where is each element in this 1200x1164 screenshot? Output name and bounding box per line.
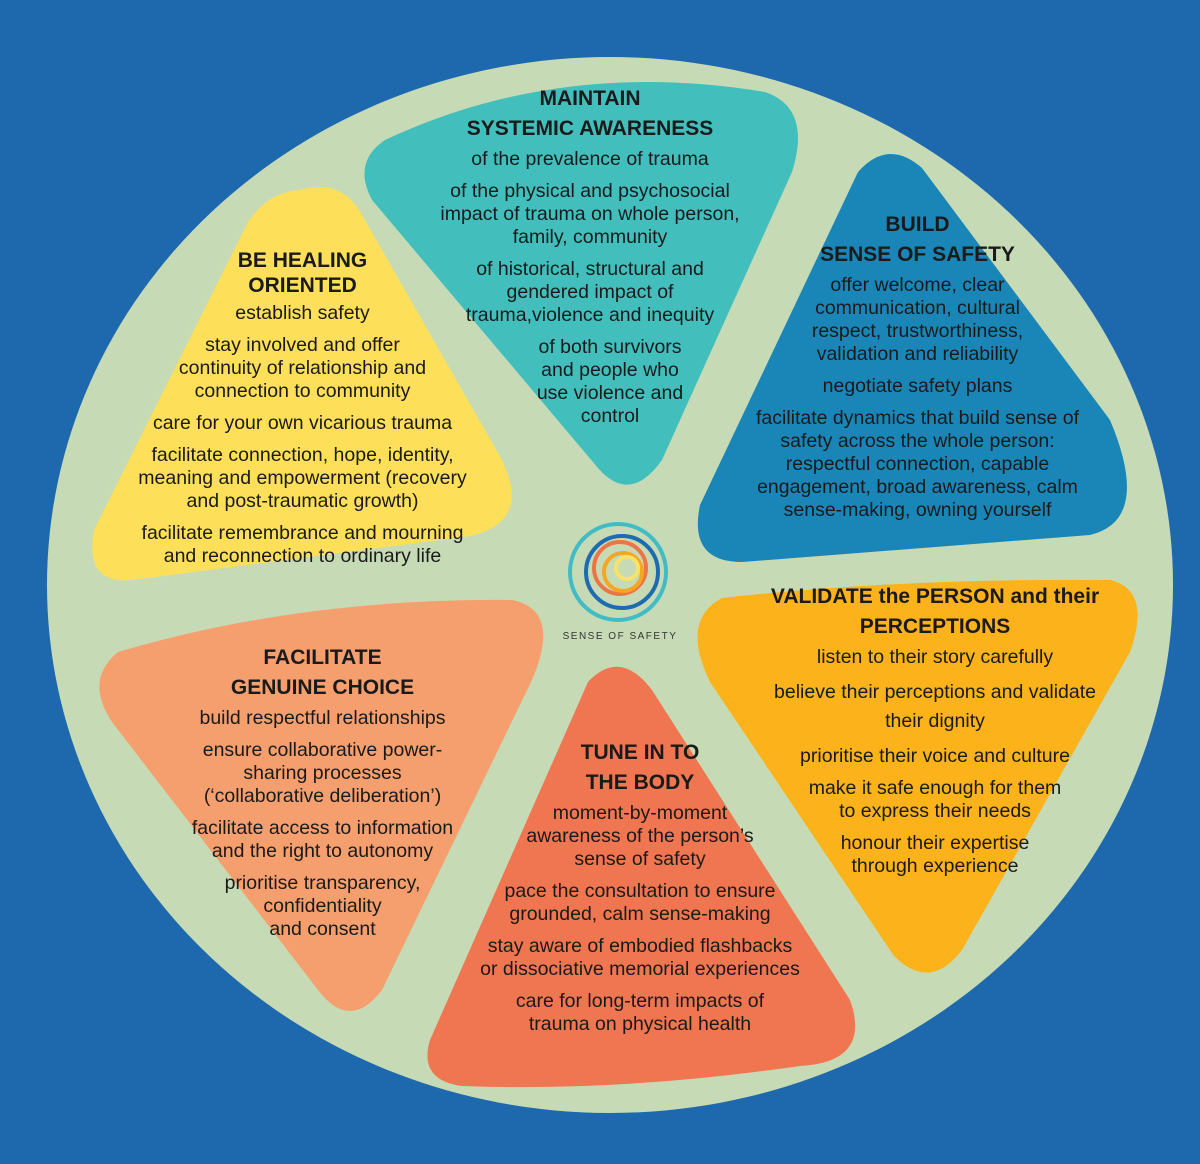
section-item: listen to their story carefully — [816, 646, 1054, 668]
section-item: negotiate safety plans — [822, 375, 1013, 397]
section-item: prioritise their voice and culture — [800, 745, 1070, 767]
section-item: stay aware of embodied flashbacks or dis… — [480, 935, 800, 980]
section-title: MAINTAIN SYSTEMIC AWARENESS — [466, 87, 714, 140]
section-item: stay involved and offer continuity of re… — [178, 334, 427, 402]
section-title: FACILITATE GENUINE CHOICE — [230, 646, 415, 699]
sense-of-safety-logo-icon — [568, 522, 668, 622]
segment-systemic — [364, 82, 798, 485]
section-item: pace the consultation to ensure grounded… — [504, 880, 776, 925]
segment-choice — [99, 599, 544, 1011]
section-item: care for long-term impacts of trauma on … — [515, 990, 765, 1035]
logo-text: SENSE OF SAFETY — [562, 631, 678, 642]
section-title: VALIDATE the PERSON and their PERCEPTION… — [770, 585, 1100, 638]
section-item: care for your own vicarious trauma — [152, 412, 453, 434]
segment-body — [427, 666, 856, 1088]
section-healing: BE HEALING ORIENTED establish safety sta… — [105, 248, 500, 577]
section-safety: BUILD SENSE OF SAFETY offer welcome, cle… — [715, 210, 1120, 531]
section-item: facilitate connection, hope, identity, m… — [138, 444, 467, 512]
section-item: of historical, structural and gendered i… — [465, 258, 715, 326]
section-item: build respectful relationships — [199, 707, 446, 729]
segment-healing — [92, 187, 512, 581]
section-item: offer welcome, clear communication, cult… — [811, 274, 1024, 365]
section-title: BUILD SENSE OF SAFETY — [820, 213, 1015, 266]
section-item: facilitate access to information and the… — [191, 817, 454, 862]
section-item: believe their perceptions and validate t… — [774, 681, 1096, 732]
section-item: make it safe enough for them to express … — [808, 777, 1062, 822]
section-validate: VALIDATE the PERSON and their PERCEPTION… — [735, 582, 1135, 887]
section-systemic: MAINTAIN SYSTEMIC AWARENESS of the preva… — [400, 84, 780, 437]
section-item: facilitate dynamics that build sense of … — [755, 407, 1079, 521]
section-item: of the prevalence of trauma — [471, 148, 709, 170]
segment-validate — [697, 579, 1138, 973]
section-item: establish safety — [235, 302, 370, 324]
section-item: ensure collaborative power- sharing proc… — [202, 739, 443, 807]
section-title: BE HEALING ORIENTED — [237, 249, 368, 297]
section-title: TUNE IN TO THE BODY — [580, 741, 700, 794]
section-choice: FACILITATE GENUINE CHOICE build respectf… — [150, 643, 495, 950]
segment-safety — [697, 153, 1127, 562]
section-item: of the physical and psychosocial impact … — [440, 180, 740, 248]
section-item: honour their expertise through experienc… — [840, 832, 1030, 877]
section-body: TUNE IN TO THE BODY moment-by-moment awa… — [450, 738, 830, 1045]
section-item: facilitate remembrance and mourning and … — [141, 522, 464, 567]
section-item: of both survivors and people who use vio… — [536, 336, 684, 427]
section-item: moment-by-moment awareness of the person… — [526, 802, 754, 870]
section-item: prioritise transparency, confidentiality… — [224, 872, 421, 940]
